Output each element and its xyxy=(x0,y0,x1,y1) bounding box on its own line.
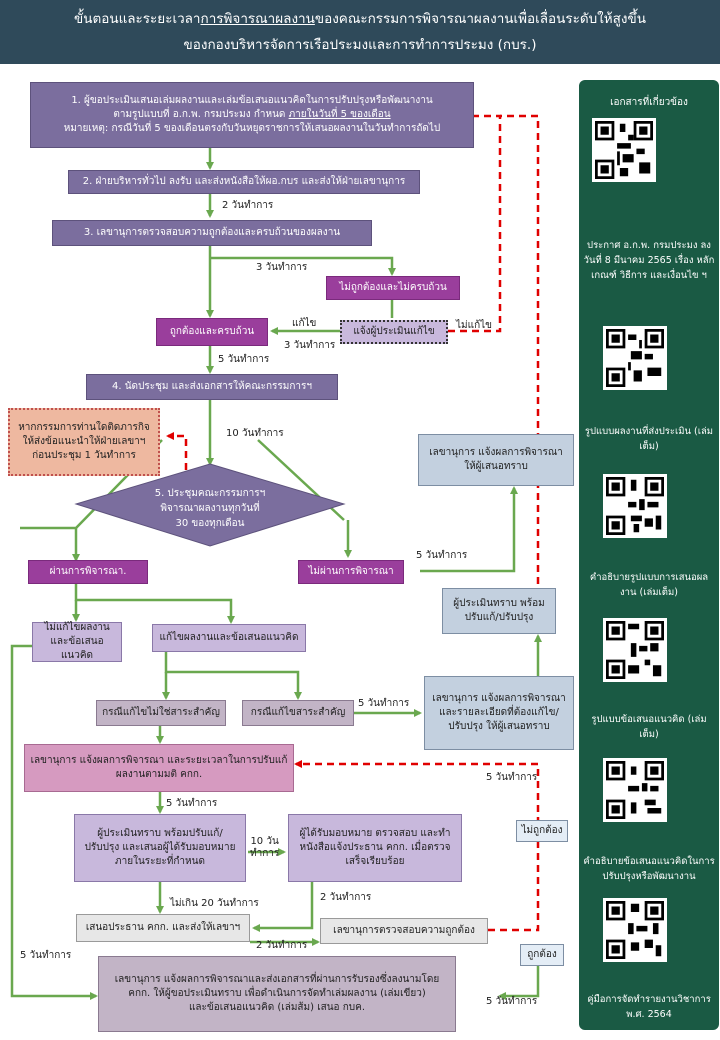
qr-code-icon[interactable] xyxy=(603,898,667,962)
duration-label: 2 วันทำการ xyxy=(320,892,372,903)
meeting-diamond xyxy=(74,463,346,547)
correct-box: ถูกต้อง xyxy=(520,944,564,966)
acknowledge-submit-box: ผู้ประเมินทราบ พร้อมปรับแก้/ ปรับปรุง แล… xyxy=(74,814,246,882)
chair-box: เสนอประธาน คกก. และส่งให้เลขาฯ xyxy=(76,914,250,942)
related-documents-title: เอกสารที่เกี่ยวข้อง xyxy=(610,97,688,108)
no-fix-label: ไม่แก้ไข xyxy=(456,320,492,331)
qr-code-icon[interactable] xyxy=(603,758,667,822)
header-line-2: ของกองบริหารจัดการเรือประมงและการทำการปร… xyxy=(183,37,537,53)
fix-label: แก้ไข xyxy=(292,318,317,329)
step-4-schedule: 4. นัดประชุม และส่งเอกสารให้คณะกรรมการฯ xyxy=(86,374,338,400)
header-line-1: ขั้นตอนและระยะเวลาการพิจารณาผลงานของคณะก… xyxy=(74,11,646,27)
duration-label: ไม่เกิน 20 วันทำการ xyxy=(170,898,259,909)
fix-box: แก้ไขผลงานและข้อเสนอแนวคิด xyxy=(152,624,306,652)
secretary-check-box: เลขานุการตรวจสอบความถูกต้อง xyxy=(320,918,488,944)
qr-code-icon[interactable] xyxy=(603,326,667,390)
step-3-verify: 3. เลขานุการตรวจสอบความถูกต้องและครบถ้วน… xyxy=(52,220,372,246)
duration-label: 5 วันทำการ xyxy=(416,550,468,561)
passed-box: ผ่านการพิจารณา. xyxy=(28,560,148,584)
step-5-meeting: 5. ประชุมคณะกรรมการฯ พิจารณาผลงานทุกวันท… xyxy=(154,488,266,529)
duration-label: 5 วันทำการ xyxy=(20,950,72,961)
duration-label: 3 วันทำการ xyxy=(284,340,336,351)
duration-label: 5 วันทำการ xyxy=(166,798,218,809)
duration-label: 3 วันทำการ xyxy=(256,262,308,273)
doc-caption: คำอธิบายข้อเสนอแนวคิดในการปรับปรุงหรือพั… xyxy=(583,856,715,882)
duration-label: 5 วันทำการ xyxy=(486,772,538,783)
doc-caption: รูปแบบข้อเสนอแนวคิด (เล่มเต็ม) xyxy=(591,714,707,740)
delegate-check-box: ผู้ได้รับมอบหมาย ตรวจสอบ และทำหนังสือแจ้… xyxy=(288,814,462,882)
duration-label: 2 วันทำการ xyxy=(222,200,274,211)
duration-label: 2 วันทำการ xyxy=(256,940,308,951)
failed-box: ไม่ผ่านการพิจารณา xyxy=(298,560,404,584)
duration-label: 5 วันทำการ xyxy=(218,354,270,365)
doc-caption: รูปแบบผลงานที่ส่งประเมิน (เล่มเต็ม) xyxy=(584,426,714,452)
step-1-submit: 1. ผู้ขอประเมินเสนอเล่มผลงานและเล่มข้อเส… xyxy=(30,82,474,148)
notify-fix-box: แจ้งผู้ประเมินแก้ไข xyxy=(340,320,448,344)
qr-code-icon[interactable] xyxy=(603,618,667,682)
page-header: ขั้นตอนและระยะเวลาการพิจารณาผลงานของคณะก… xyxy=(0,0,720,64)
doc-caption: คู่มือการจัดทำรายงานวิชาการ พ.ศ. 2564 xyxy=(587,994,711,1020)
qr-code-icon[interactable] xyxy=(592,118,656,182)
doc-caption: ประกาศ อ.ก.พ. กรมประมง ลงวันที่ 8 มีนาคม… xyxy=(583,240,715,281)
secretary-deadline-box: เลขานุการ แจ้งผลการพิจารณา และระยะเวลาใน… xyxy=(24,744,294,792)
duration-label: 10 วัน ทำการ xyxy=(250,836,280,859)
secretary-notify-box: เลขานุการ แจ้งผลการพิจารณา ให้ผู้เสนอทรา… xyxy=(418,434,574,486)
related-documents-panel xyxy=(579,80,719,1030)
not-correct-box: ไม่ถูกต้อง xyxy=(516,820,568,842)
busy-committee-note: หากกรรมการท่านใดติดภารกิจ ให้ส่งข้อแนะนำ… xyxy=(8,408,160,476)
duration-label: 5 วันทำการ xyxy=(358,698,410,709)
complete-box: ถูกต้องและครบถ้วน xyxy=(156,318,268,346)
incomplete-box: ไม่ถูกต้องและไม่ครบถ้วน xyxy=(326,276,460,300)
step-2-receive: 2. ฝ่ายบริหารทั่วไป ลงรับ และส่งหนังสือใ… xyxy=(68,170,420,194)
secretary-detail-box: เลขานุการ แจ้งผลการพิจารณา และรายละเอียด… xyxy=(424,676,574,750)
major-fix-box: กรณีแก้ไขสาระสำคัญ xyxy=(242,700,354,726)
duration-label: 5 วันทำการ xyxy=(486,996,538,1007)
doc-caption: คำอธิบายรูปแบบการเสนอผลงาน (เล่มเต็ม) xyxy=(589,572,709,598)
qr-code-icon[interactable] xyxy=(603,474,667,538)
acknowledge-fix-box: ผู้ประเมินทราบ พร้อมปรับแก้/ปรับปรุง xyxy=(442,588,556,634)
duration-label: 10 วันทำการ xyxy=(226,428,284,439)
no-fix-box: ไม่แก้ไขผลงานและข้อเสนอแนวคิด xyxy=(32,622,122,662)
final-notify-box: เลขานุการ แจ้งผลการพิจารณาและส่งเอกสารที… xyxy=(98,956,456,1032)
minor-fix-box: กรณีแก้ไขไม่ใช่สาระสำคัญ xyxy=(96,700,226,726)
